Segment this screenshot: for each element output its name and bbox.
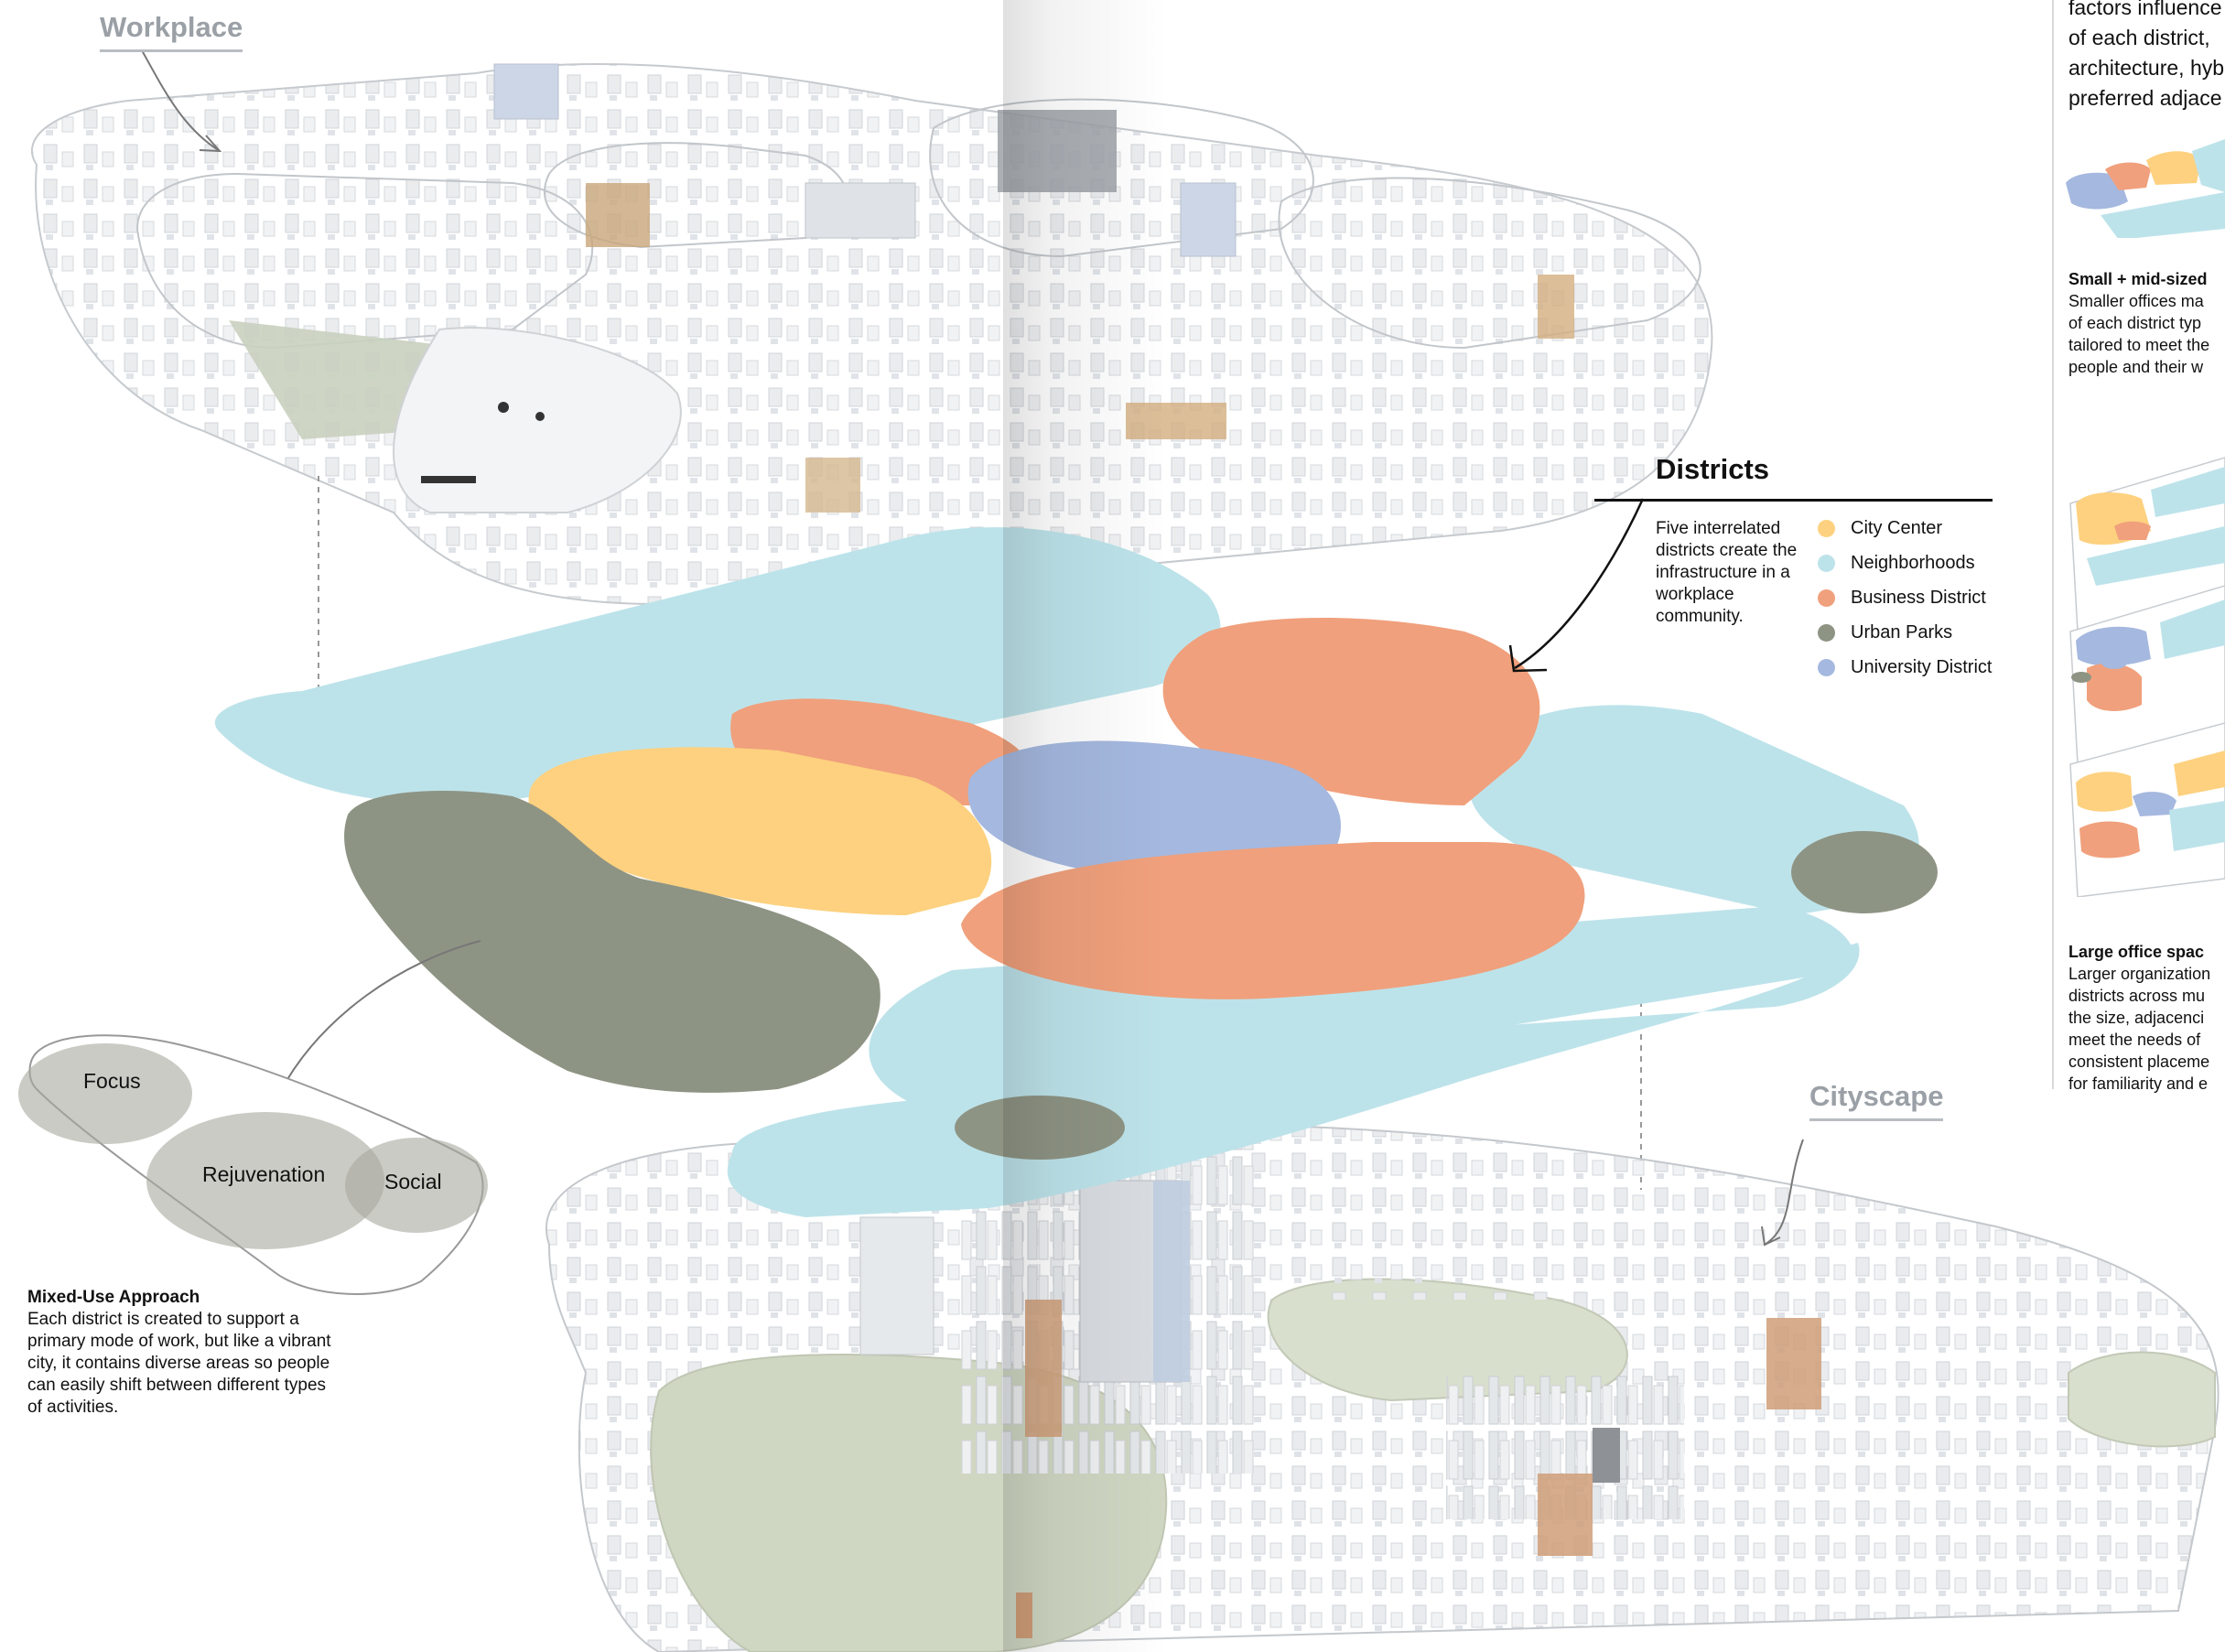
bubble-rejuvenation: Rejuvenation xyxy=(202,1162,326,1186)
cityscape-label: Cityscape xyxy=(1809,1080,1944,1121)
sidebar-intro: factors influence of each district, arch… xyxy=(2068,0,2225,113)
mixed-use-body: Each district is created to support a pr… xyxy=(27,1310,331,1417)
sidebar-intro-line: factors influence xyxy=(2068,0,2222,19)
callout-arrows xyxy=(141,49,1804,1247)
small-office-title: Small + mid-sized xyxy=(2068,270,2208,288)
large-office-diagram xyxy=(2069,457,2225,897)
district-blobs xyxy=(214,527,1938,1217)
legend-item-university-district: University District xyxy=(1818,650,1992,685)
legend-item-neighborhoods: Neighborhoods xyxy=(1818,545,1992,580)
workplace-label: Workplace xyxy=(100,11,243,52)
legend-list: City Center Neighborhoods Business Distr… xyxy=(1818,511,1992,685)
workplace-map xyxy=(30,63,1713,606)
mixed-use-caption: Mixed-Use Approach Each district is crea… xyxy=(27,1287,343,1419)
workplace-label-text: Workplace xyxy=(100,11,243,43)
legend-label: University District xyxy=(1851,656,1993,677)
business-district-swatch xyxy=(1818,588,1835,607)
districts-arrow xyxy=(1508,498,1645,673)
legend-label: Neighborhoods xyxy=(1851,552,1975,573)
cityscape-map xyxy=(545,1124,2220,1652)
legend-label: Urban Parks xyxy=(1851,621,1953,642)
sidebar-intro-line: architecture, hyb xyxy=(2068,56,2225,80)
small-office-caption: Small + mid-sized Smaller offices ma of … xyxy=(2068,268,2225,378)
districts-legend-body: Five interrelated districts create the i… xyxy=(1594,518,1993,685)
book-spine-shadow xyxy=(1003,0,1168,1652)
small-office-line: people and their w xyxy=(2068,358,2204,376)
small-office-line: Smaller offices ma xyxy=(2068,292,2204,310)
small-office-line: of each district typ xyxy=(2068,314,2202,332)
urban-parks-swatch xyxy=(1818,623,1835,642)
neighborhoods-swatch xyxy=(1818,554,1835,572)
university-district-swatch xyxy=(1818,658,1835,676)
legend-item-business-district: Business District xyxy=(1818,580,1992,615)
large-office-line: for familiarity and e xyxy=(2068,1074,2209,1093)
large-office-line: the size, adjacenci xyxy=(2068,1009,2205,1027)
large-office-title: Large office spac xyxy=(2068,943,2205,961)
sidebar-intro-line: preferred adjace xyxy=(2068,86,2222,110)
legend-label: Business District xyxy=(1851,587,1986,608)
districts-title: Districts xyxy=(1594,453,1993,502)
cityscape-label-text: Cityscape xyxy=(1809,1080,1944,1112)
mixed-use-title: Mixed-Use Approach xyxy=(27,1288,200,1307)
sidebar-divider xyxy=(2052,0,2054,1089)
districts-description: Five interrelated districts create the i… xyxy=(1656,519,1798,626)
large-office-line: Larger organization xyxy=(2068,965,2211,983)
legend-label: City Center xyxy=(1851,517,1943,538)
large-office-line: consistent placeme xyxy=(2068,1053,2210,1071)
legend-item-city-center: City Center xyxy=(1818,511,1992,545)
large-office-line: meet the needs of xyxy=(2068,1031,2201,1049)
large-office-caption: Large office spac Larger organization di… xyxy=(2068,941,2225,1095)
small-office-line: tailored to meet the xyxy=(2068,336,2210,354)
small-office-diagram xyxy=(2066,139,2225,238)
sidebar-intro-line: of each district, xyxy=(2068,26,2210,49)
large-office-line: districts across mu xyxy=(2068,987,2206,1005)
city-center-swatch xyxy=(1818,519,1835,537)
legend-item-urban-parks: Urban Parks xyxy=(1818,615,1992,650)
bubble-focus: Focus xyxy=(83,1069,141,1093)
districts-legend: Districts Five interrelated districts cr… xyxy=(1594,453,1993,685)
mixed-use-diagram xyxy=(18,1034,488,1295)
bubble-social: Social xyxy=(384,1170,442,1193)
